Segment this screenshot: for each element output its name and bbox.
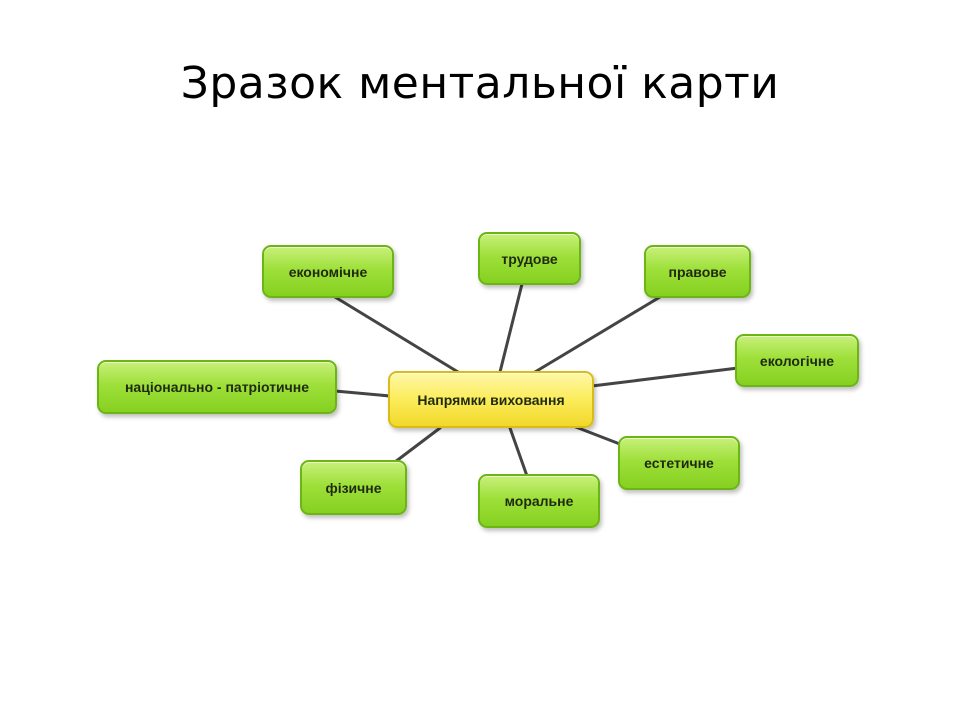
node-national-label: національно - патріотичне xyxy=(124,379,310,395)
connector-physical xyxy=(393,426,442,464)
connector-ecological xyxy=(590,366,740,388)
node-economic: економічне xyxy=(262,245,394,298)
node-physical-label: фізичне xyxy=(325,479,382,496)
connector-national xyxy=(333,389,392,398)
node-economic-label: економічне xyxy=(288,263,368,280)
center-node-label: Напрямки виховання xyxy=(417,391,565,408)
slide-title: Зразок ментальної карти xyxy=(180,58,780,109)
node-ecological-label: екологічне xyxy=(759,352,835,369)
node-moral: моральне xyxy=(478,474,600,528)
center-node: Напрямки виховання xyxy=(388,371,594,428)
connector-moral xyxy=(508,426,529,478)
node-ecological: екологічне xyxy=(735,334,859,387)
node-legal: правове xyxy=(644,245,751,298)
node-moral-label: моральне xyxy=(504,493,574,509)
connector-economic xyxy=(333,295,460,374)
node-legal-label: правове xyxy=(668,263,727,280)
node-aesthetic: естетичне xyxy=(618,436,740,490)
connector-labor xyxy=(498,282,524,374)
node-aesthetic-label: естетичне xyxy=(644,455,714,471)
node-physical: фізичне xyxy=(300,460,407,515)
node-labor-label: трудове xyxy=(501,250,558,267)
node-national: національно - патріотичне xyxy=(97,360,337,414)
connector-legal xyxy=(533,295,662,374)
node-labor: трудове xyxy=(478,232,581,285)
